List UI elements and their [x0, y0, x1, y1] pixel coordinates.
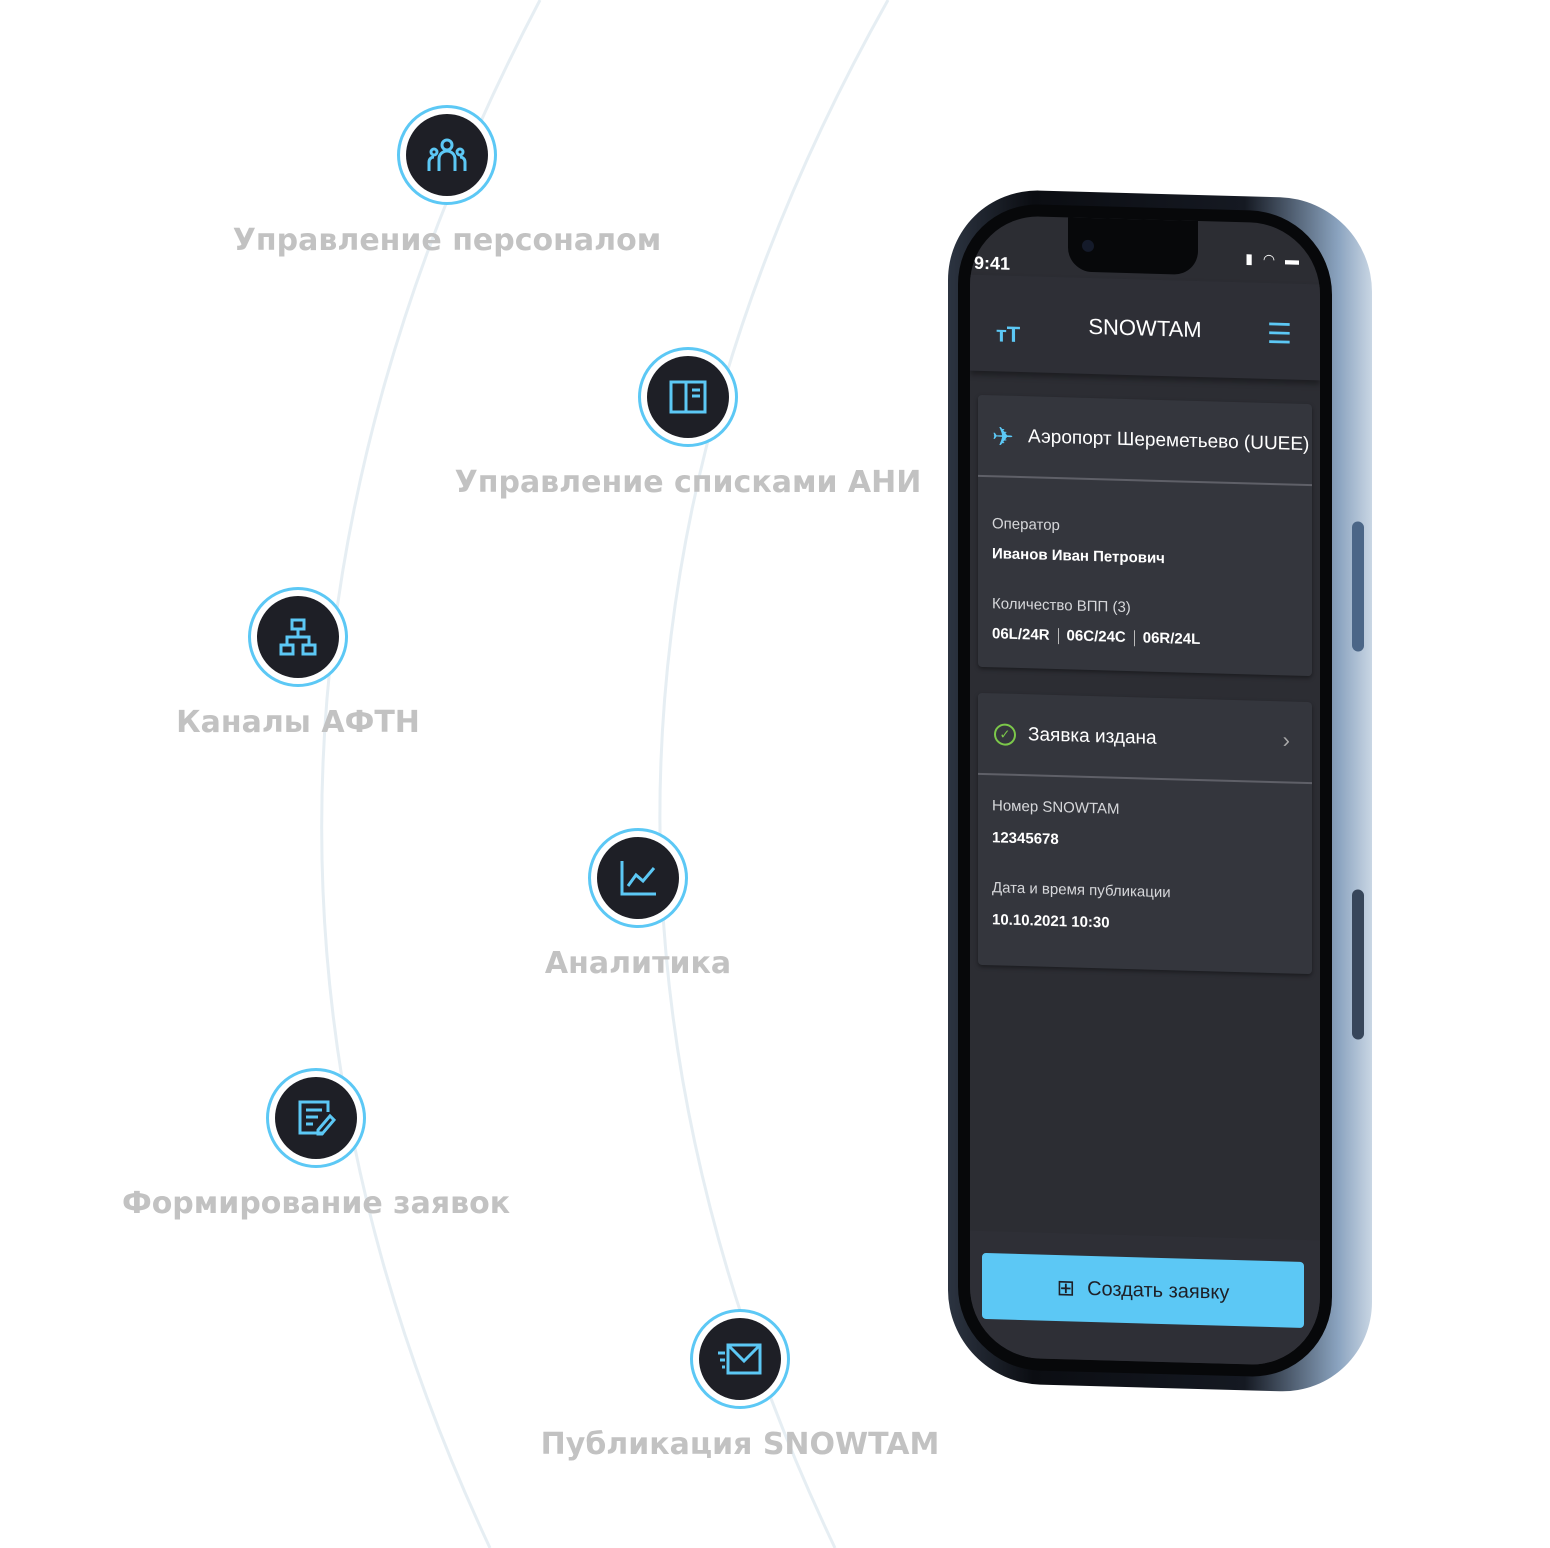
- request-card[interactable]: ✓ Заявка издана › Номер SNOWTAM 12345678…: [978, 692, 1312, 975]
- phone-notch: [1068, 217, 1198, 275]
- publication-date: 10.10.2021 10:30: [992, 911, 1110, 932]
- feature-label: Публикация SNOWTAM: [540, 1427, 940, 1462]
- feature-label: Управление персоналом: [232, 223, 662, 258]
- feature-icon-ring: [638, 347, 738, 447]
- publication-date-label: Дата и время публикации: [992, 879, 1171, 902]
- feature-label: Формирование заявок: [121, 1186, 511, 1221]
- feature-ani-lists: Управление списками АНИ: [408, 347, 968, 500]
- check-circle-icon: ✓: [994, 723, 1016, 746]
- app-header: ᴛT SNOWTAM ☰: [970, 274, 1320, 381]
- camera-icon: [1082, 239, 1094, 253]
- runway-item: 06L/24R: [992, 625, 1050, 644]
- phone-side-button: [1352, 889, 1364, 1040]
- runways-label: Количество ВПП (3): [992, 595, 1131, 617]
- feature-request-forming: Формирование заявок: [36, 1068, 596, 1221]
- feature-icon-ring: [588, 828, 688, 928]
- phone-mockup: 9:41 ▮ ◠ ▬ ᴛT SNOWTAM ☰ ✈ Аэропорт Шерем…: [948, 188, 1372, 1394]
- phone-side-button: [1352, 521, 1364, 652]
- airplane-icon: ✈: [992, 421, 1014, 452]
- operator-label: Оператор: [992, 515, 1060, 535]
- bottom-bar: ⊞ Создать заявку: [970, 1230, 1320, 1367]
- request-card-header[interactable]: ✓ Заявка издана ›: [978, 692, 1312, 785]
- snowtam-number-label: Номер SNOWTAM: [992, 797, 1120, 818]
- chart-icon: [620, 861, 656, 896]
- feature-label: Управление списками АНИ: [454, 465, 922, 500]
- snowtam-number: 12345678: [992, 829, 1059, 849]
- feature-label: Аналитика: [544, 946, 732, 981]
- runways-list: 06L/24R 06C/24C 06R/24L: [992, 625, 1200, 648]
- feature-icon-ring: [397, 105, 497, 205]
- phone-screen: 9:41 ▮ ◠ ▬ ᴛT SNOWTAM ☰ ✈ Аэропорт Шерем…: [970, 214, 1320, 1367]
- feature-icon-ring: [248, 587, 348, 687]
- chevron-right-icon[interactable]: ›: [1282, 727, 1290, 753]
- feature-icon-ring: [266, 1068, 366, 1168]
- create-request-button[interactable]: ⊞ Создать заявку: [982, 1252, 1304, 1328]
- status-time: 9:41: [974, 252, 1011, 274]
- airport-card-header: ✈ Аэропорт Шереметьево (UUEE): [978, 394, 1312, 487]
- runway-item: 06C/24C: [1066, 627, 1126, 646]
- request-status: Заявка издана: [1028, 724, 1157, 749]
- feature-snowtam-publication: Публикация SNOWTAM: [460, 1309, 1020, 1462]
- airport-name: Аэропорт Шереметьево (UUEE): [1028, 426, 1310, 456]
- team-icon: [427, 138, 467, 171]
- edit-document-icon: [298, 1100, 337, 1136]
- network-icon: [279, 618, 317, 656]
- menu-icon[interactable]: ☰: [1266, 317, 1292, 350]
- runway-item: 06R/24L: [1142, 629, 1201, 649]
- airport-card: ✈ Аэропорт Шереметьево (UUEE) Оператор И…: [978, 394, 1312, 677]
- operator-name: Иванов Иван Петрович: [992, 545, 1165, 568]
- feature-aftn-channels: Каналы АФТН: [18, 587, 578, 740]
- signal-wifi-battery-icon: ▮ ◠ ▬: [1245, 250, 1302, 268]
- add-document-icon: ⊞: [1056, 1275, 1076, 1301]
- book-icon: [669, 380, 707, 414]
- send-mail-icon: [718, 1343, 762, 1375]
- create-request-label: Создать заявку: [1087, 1277, 1230, 1304]
- feature-staff-management: Управление персоналом: [167, 105, 727, 258]
- feature-label: Каналы АФТН: [176, 705, 420, 740]
- feature-icon-ring: [690, 1309, 790, 1409]
- feature-analytics: Аналитика: [358, 828, 918, 981]
